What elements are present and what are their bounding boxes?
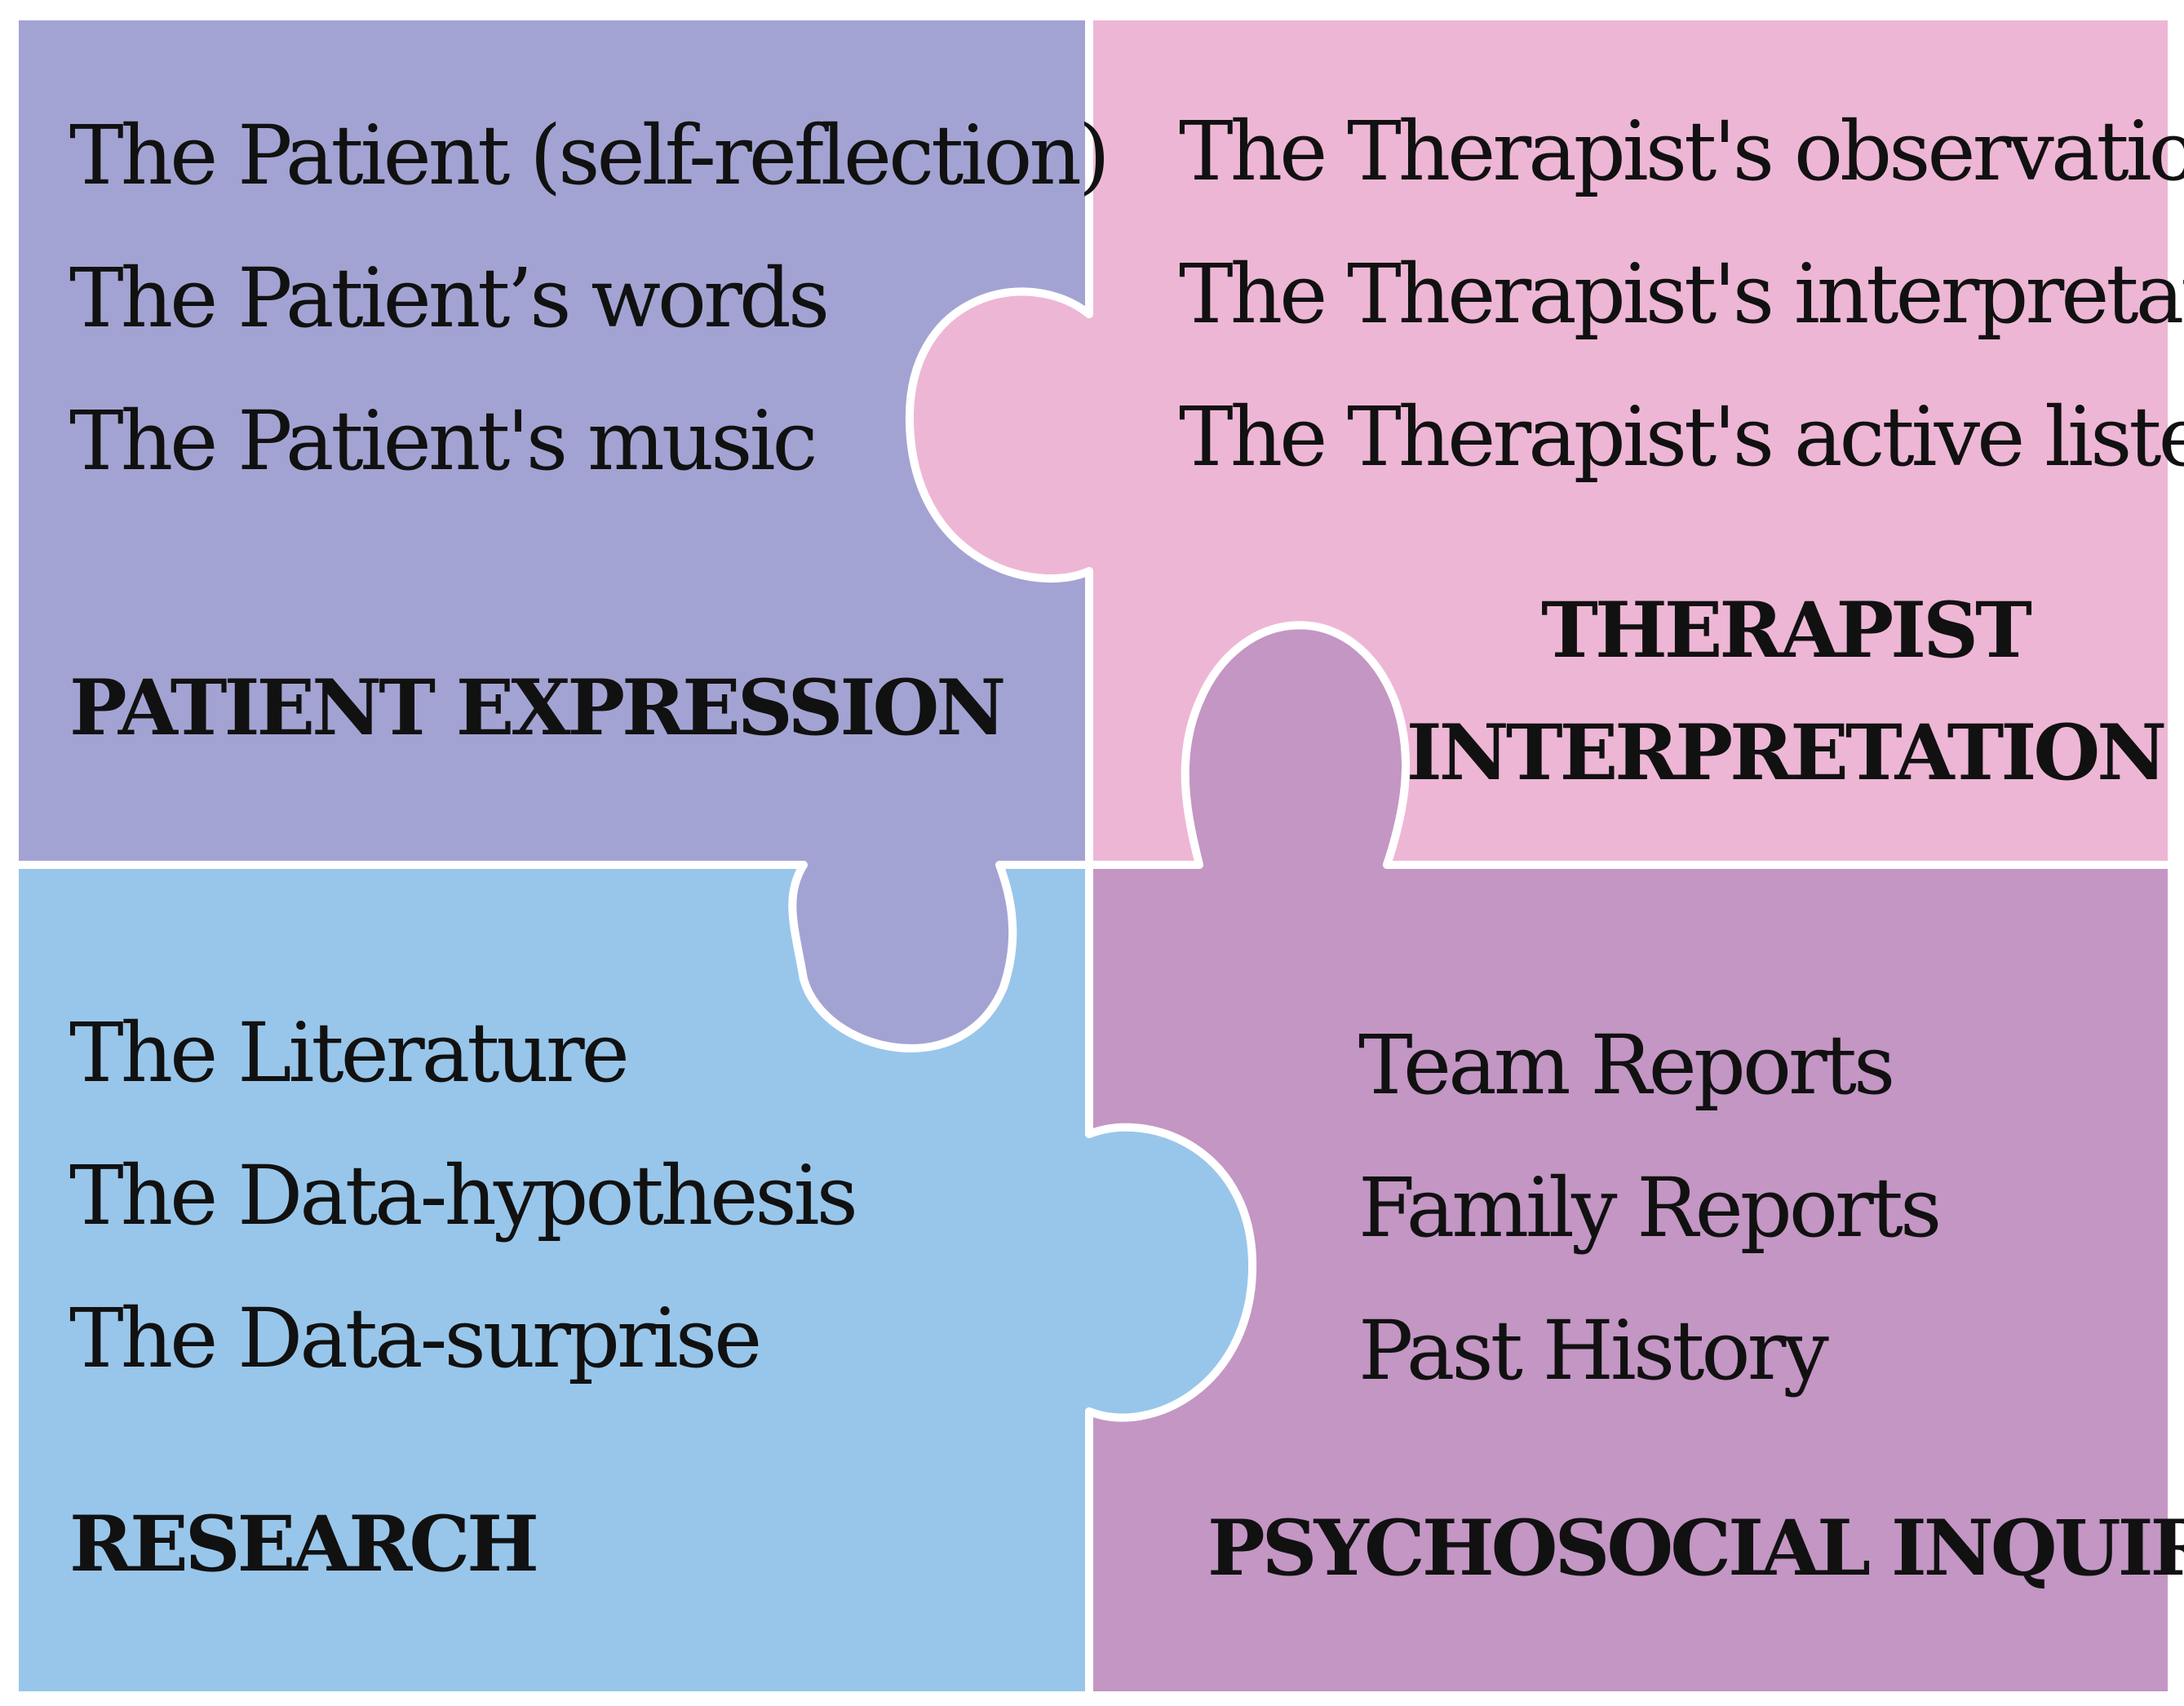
therapist-item-observation: The Therapist's observation (1179, 104, 2184, 199)
patient-expression-heading: PATIENT EXPRESSION (69, 663, 1003, 753)
patient-item-music: The Patient's music (69, 393, 815, 489)
psychosocial-item-team-reports: Team Reports (1358, 1017, 1892, 1113)
patient-expression-piece (11, 12, 1093, 1052)
therapist-item-active-listening: The Therapist's active listening (1179, 389, 2184, 485)
research-heading: RESEARCH (69, 1500, 536, 1589)
psychosocial-item-past-history: Past History (1358, 1303, 1829, 1398)
patient-item-self-reflection: The Patient (self-reflection) (69, 108, 1107, 203)
psychosocial-inquiry-heading: PSYCHOSOCIAL INQUIRY (1207, 1504, 2184, 1593)
therapist-interpretation-heading-line1: THERAPIST (1541, 586, 2031, 676)
patient-item-words: The Patient’s words (69, 250, 826, 346)
research-item-literature: The Literature (69, 1005, 627, 1101)
psychosocial-item-family-reports: Family Reports (1358, 1160, 1938, 1256)
research-item-data-hypothesis: The Data-hypothesis (69, 1148, 855, 1243)
research-item-data-surprise: The Data-surprise (69, 1291, 759, 1386)
therapist-interpretation-heading-line2: INTERPRETATION (1407, 708, 2164, 798)
therapist-item-interpretation: The Therapist's interpretation (1179, 246, 2184, 342)
